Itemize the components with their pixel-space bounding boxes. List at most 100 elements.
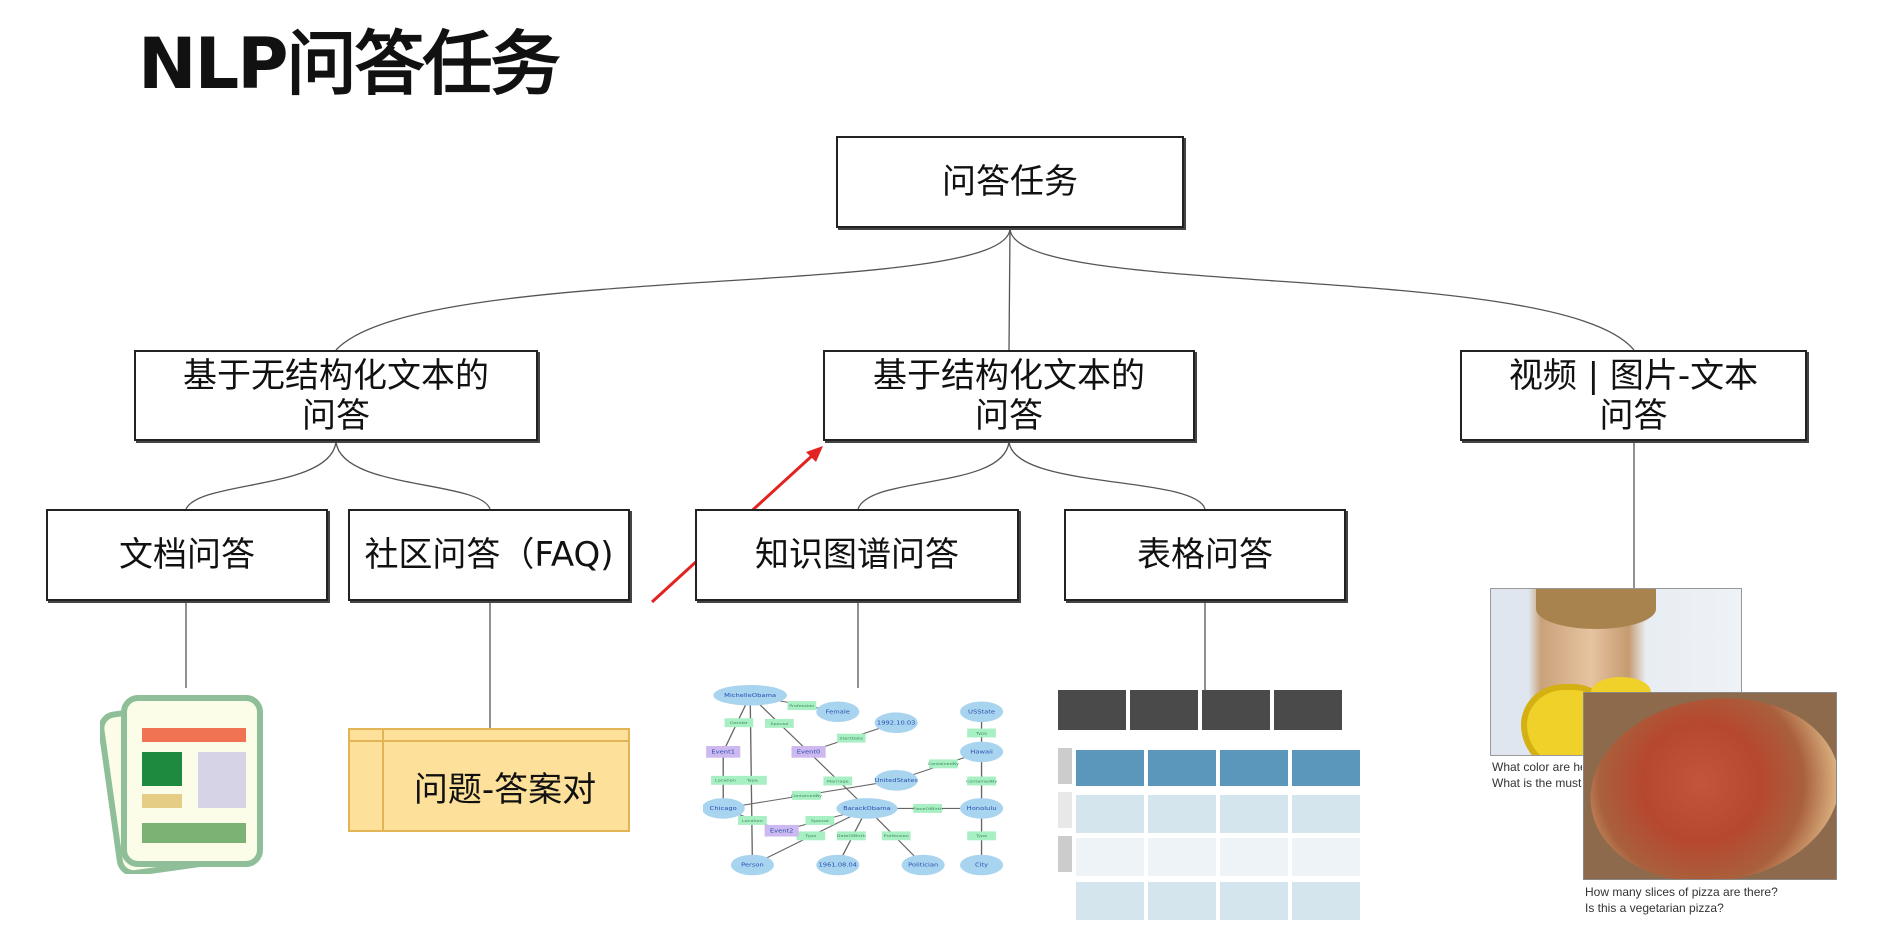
connector-root-c bbox=[1009, 228, 1635, 351]
graph-node-label: Hawaii bbox=[970, 749, 993, 755]
node-label: 问答任务 bbox=[942, 162, 1078, 202]
graph-edge-label bbox=[967, 728, 996, 738]
caption-line: What is the mustache made of? bbox=[1492, 776, 1582, 790]
graph-edge-text: DateOfBirth bbox=[837, 834, 866, 839]
node-label: 表格问答 bbox=[1137, 535, 1273, 575]
photo1-caption: What color are her eyes? What is the mus… bbox=[1492, 759, 1582, 791]
caption-line: Is this a vegetarian pizza? bbox=[1585, 901, 1724, 915]
graph-edge-text: Type bbox=[746, 778, 759, 783]
graph-node-label: 1992.10.03 bbox=[877, 720, 916, 726]
faq-card: 问题-答案对 bbox=[348, 728, 630, 832]
graph-edge-label bbox=[967, 831, 996, 841]
photo-pizza bbox=[1583, 692, 1837, 880]
table-cell bbox=[1076, 838, 1144, 876]
node-root: 问答任务 bbox=[836, 136, 1184, 228]
graph-edge-text: Location bbox=[742, 818, 763, 823]
graph-edge-label bbox=[928, 759, 958, 769]
table-cell bbox=[1220, 838, 1288, 876]
connector-root-b bbox=[1008, 228, 1011, 351]
graph-edge-label bbox=[791, 790, 821, 800]
graph-edge-label bbox=[823, 776, 853, 786]
graph-edge-label bbox=[724, 718, 754, 728]
page-title: NLP问答任务 bbox=[138, 23, 560, 105]
graph-edge-label bbox=[711, 775, 740, 785]
node-unstructured-qa: 基于无结构化文本的问答 bbox=[134, 350, 538, 441]
graph-edge-text: ContainedBy bbox=[791, 793, 823, 798]
graph-node-label: City bbox=[975, 862, 989, 868]
graph-node bbox=[713, 685, 788, 706]
graph-edge-text: Location bbox=[715, 778, 736, 783]
graph-node bbox=[836, 798, 898, 819]
graph-event-label: Event1 bbox=[711, 749, 735, 755]
graph-node bbox=[901, 854, 945, 876]
graph-node bbox=[959, 798, 1004, 819]
graph-node-label: 1961.08.04 bbox=[819, 862, 858, 868]
connector-b-1 bbox=[857, 441, 1010, 510]
graph-event-node bbox=[764, 824, 799, 837]
graph-node-label: USState bbox=[968, 709, 995, 715]
graph-node-label: Female bbox=[826, 709, 851, 715]
table-icon bbox=[1058, 690, 1360, 920]
node-table-qa: 表格问答 bbox=[1064, 509, 1346, 601]
graph-edge-label bbox=[765, 718, 794, 728]
table-cell bbox=[1148, 750, 1216, 786]
table-cell bbox=[1148, 838, 1216, 876]
graph-edge-text: Marriage bbox=[827, 779, 849, 784]
table-cell bbox=[1292, 795, 1360, 833]
graph-edge-label bbox=[738, 775, 767, 785]
table-cell bbox=[1076, 750, 1144, 786]
graph-edge-label bbox=[738, 815, 767, 825]
graph-edge-label bbox=[967, 776, 996, 786]
connector-a-1 bbox=[185, 441, 337, 510]
graph-edge-label bbox=[796, 831, 826, 841]
graph-node-label: MichelleObama bbox=[724, 693, 776, 699]
connector-b-2 bbox=[1008, 441, 1206, 510]
node-document-qa: 文档问答 bbox=[46, 509, 328, 601]
node-label: 知识图谱问答 bbox=[755, 535, 959, 575]
graph-edge-text: Type bbox=[975, 834, 988, 839]
graph-edge-label bbox=[913, 803, 943, 813]
graph-edge-text: Type bbox=[804, 834, 817, 839]
table-cell bbox=[1292, 750, 1360, 786]
node-label: 问答 bbox=[302, 395, 370, 436]
graph-edge-label bbox=[881, 831, 911, 841]
caption-line: How many slices of pizza are there? bbox=[1585, 885, 1778, 899]
node-label: 问答 bbox=[1599, 395, 1668, 436]
graph-node bbox=[874, 712, 918, 733]
graph-event-label: Event2 bbox=[770, 828, 794, 834]
table-cell bbox=[1220, 750, 1288, 786]
graph-edge-label bbox=[836, 831, 866, 841]
photo2-caption: How many slices of pizza are there? Is t… bbox=[1585, 884, 1778, 916]
table-cell bbox=[1220, 882, 1288, 920]
document-icon bbox=[100, 695, 263, 874]
graph-node-label: UnitedStates bbox=[874, 778, 917, 784]
graph-node bbox=[816, 854, 860, 876]
graph-edge-label bbox=[836, 733, 866, 743]
node-visual-qa: 视频 | 图片-文本问答 bbox=[1460, 350, 1807, 441]
table-cell bbox=[1292, 882, 1360, 920]
graph-edge-text: Profession bbox=[789, 704, 814, 709]
graph-node bbox=[874, 770, 918, 791]
graph-event-node bbox=[706, 746, 741, 758]
node-label: 社区问答（FAQ) bbox=[364, 535, 614, 575]
graph-node-label: BarackObama bbox=[843, 806, 891, 812]
table-cell bbox=[1076, 795, 1144, 833]
graph-node bbox=[730, 854, 774, 876]
graph-node-label: Politician bbox=[908, 862, 938, 868]
graph-edge-text: Gender bbox=[730, 721, 748, 726]
node-label: 文档问答 bbox=[119, 535, 255, 575]
graph-node bbox=[959, 854, 1004, 876]
caption-line: What color are her eyes? bbox=[1492, 760, 1582, 774]
graph-edge-text: ContainedBy bbox=[966, 779, 998, 784]
graph-edge-text: Spouse bbox=[770, 721, 788, 726]
graph-node-label: Chicago bbox=[710, 806, 737, 812]
table-cell bbox=[1076, 882, 1144, 920]
node-faq-qa: 社区问答（FAQ) bbox=[348, 509, 630, 601]
graph-edge-text: Spouse bbox=[811, 818, 829, 823]
node-structured-qa: 基于结构化文本的问答 bbox=[823, 350, 1195, 441]
graph-edge-label bbox=[787, 701, 817, 711]
graph-node bbox=[703, 798, 745, 819]
graph-edge-text: ContainedBy bbox=[928, 762, 960, 767]
graph-node bbox=[959, 701, 1004, 723]
graph-edge-text: Type bbox=[975, 731, 988, 736]
